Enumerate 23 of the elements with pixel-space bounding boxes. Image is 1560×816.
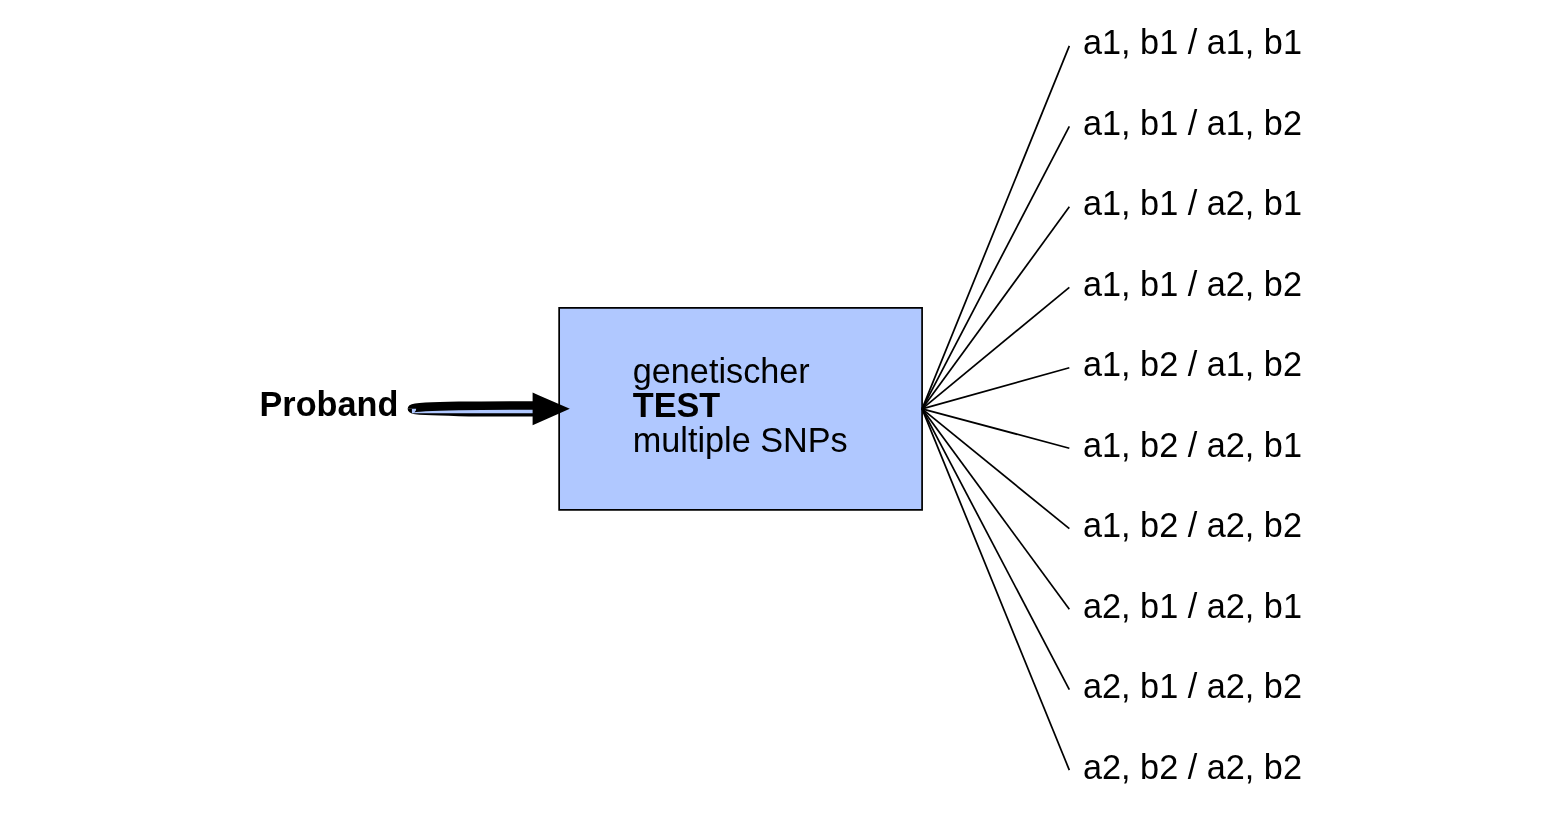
- connector: [921, 408, 1071, 771]
- connector: [921, 408, 1071, 691]
- connector: [921, 366, 1071, 410]
- node-box: genetischer TEST multiple SNPs: [558, 307, 923, 511]
- node-text: a1, b1 / a1, b2: [1083, 103, 1302, 142]
- connector: [921, 408, 1071, 530]
- connector: [921, 125, 1071, 410]
- node-text: a1, b2 / a1, b2: [1083, 345, 1302, 384]
- node-text: a2, b1 / a2, b1: [1083, 586, 1302, 625]
- arrow: [410, 392, 570, 426]
- node-text: a1, b1 / a1, b1: [1083, 23, 1302, 62]
- connector: [921, 45, 1071, 410]
- connector: [921, 408, 1071, 610]
- node-text: a2, b2 / a2, b2: [1083, 747, 1302, 786]
- node-text: a1, b2 / a2, b1: [1083, 425, 1302, 464]
- node-text: a1, b1 / a2, b1: [1083, 184, 1302, 223]
- connector: [921, 408, 1071, 450]
- connector: [921, 206, 1071, 410]
- connector: [921, 286, 1071, 410]
- node-text: Proband: [259, 384, 399, 423]
- node-text: a1, b1 / a2, b2: [1083, 264, 1302, 303]
- node-text: a1, b2 / a2, b2: [1083, 506, 1302, 545]
- node-text: a2, b1 / a2, b2: [1083, 667, 1302, 706]
